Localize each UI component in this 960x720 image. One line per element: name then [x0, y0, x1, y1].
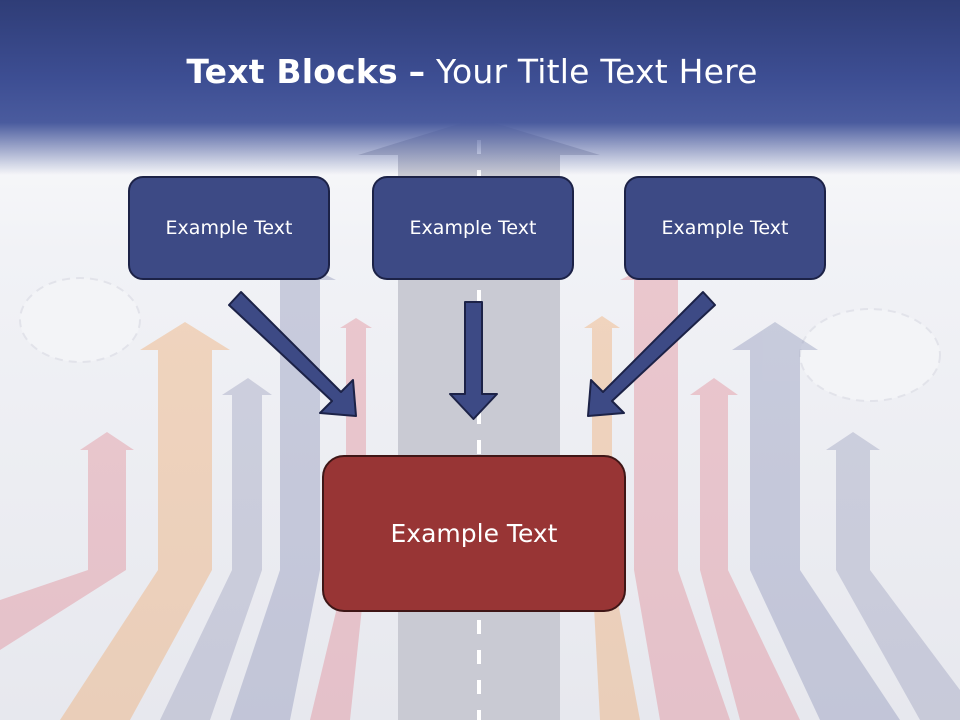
arrow-down-icon — [449, 301, 498, 420]
title-separator: – — [408, 52, 426, 91]
title-rest-text: Your Title Text Here — [436, 52, 758, 91]
text-block-center-label: Example Text — [409, 217, 537, 239]
arrow-right-icon — [587, 291, 716, 417]
text-block-right[interactable]: Example Text — [624, 176, 826, 280]
text-block-left-label: Example Text — [165, 217, 293, 239]
text-block-main[interactable]: Example Text — [322, 455, 626, 612]
slide-title: Text Blocks – Your Title Text Here — [0, 52, 944, 91]
text-block-right-label: Example Text — [661, 217, 789, 239]
text-block-main-label: Example Text — [390, 519, 558, 548]
arrow-left-icon — [228, 291, 357, 417]
title-bold-text: Text Blocks — [186, 52, 398, 91]
text-block-center[interactable]: Example Text — [372, 176, 574, 280]
text-block-left[interactable]: Example Text — [128, 176, 330, 280]
title-bar — [0, 0, 960, 175]
